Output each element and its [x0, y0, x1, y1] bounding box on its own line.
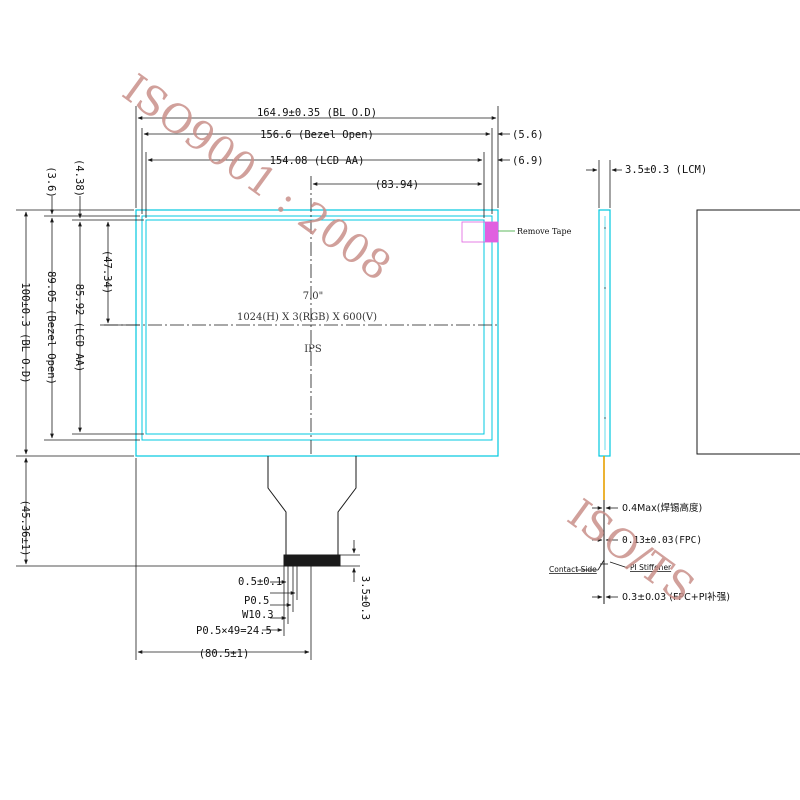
dim-bezel-open-width: 156.6 (Bezel Open) [260, 129, 374, 141]
fpc [267, 456, 357, 567]
panel-resolution: 1024(H) X 3(RGB) X 600(V) [237, 312, 377, 323]
dim-fpc-pi-thickness: 0.3±0.03 (FPC+PI补强) [622, 591, 730, 603]
dim-center-offset: (83.94) [375, 179, 419, 191]
fpc-dimensions [135, 458, 360, 660]
top-dimensions [135, 106, 510, 218]
front-view: Remove Tape 7.0" 1024(H) X 3(RGB) X 600(… [104, 176, 572, 457]
panel-type: IPS [304, 344, 322, 355]
dim-window-width: W10.3 [242, 609, 274, 621]
dim-lcd-aa-width: 154.08 (LCD AA) [270, 155, 365, 167]
back-view-outline [696, 209, 800, 455]
dim-stiffener-length: 3.5±0.3 [359, 576, 371, 620]
label-pi-stiffener: PI Stiffener [630, 563, 672, 572]
dim-lcd-aa-height: 85.92 (LCD AA) [73, 284, 85, 373]
dim-top-offset-1: (3.6) [45, 166, 57, 198]
watermark-line1: ISO9001 : 2008 [114, 66, 399, 290]
side-view: 3.5±0.3 (LCM) 0.4Max(焊锡高度) 0.13±0.03(FPC… [549, 160, 730, 604]
bezel-open-outline [141, 215, 493, 441]
left-dimensions [16, 196, 284, 567]
top-dimension-labels: 164.9±0.35 (BL O.D) 156.6 (Bezel Open) 1… [257, 107, 544, 191]
fpc-contact-pads [283, 554, 341, 567]
lcm-side-body [598, 209, 611, 457]
dim-right-offset-2: (6.9) [512, 155, 544, 167]
dim-fpc-thickness: 0.13±0.03(FPC) [622, 535, 702, 546]
dim-top-offset-2: (4.38) [73, 159, 85, 197]
panel-size: 7.0" [303, 291, 324, 302]
dim-lcm-thickness: 3.5±0.3 (LCM) [625, 164, 707, 176]
fpc-dimension-labels: (80.5±1) P0.5×49=24.5 W10.3 P0.5 0.5±0.1… [196, 576, 371, 660]
dim-pitch-total: P0.5×49=24.5 [196, 625, 272, 637]
dim-right-offset-1: (5.6) [512, 129, 544, 141]
dim-bezel-open-height: 89.05 (Bezel Open) [45, 271, 57, 385]
left-dimension-labels: 100±0.3 (BL O.D) 89.05 (Bezel Open) 85.9… [19, 159, 113, 556]
dim-left-offset: (47.34) [101, 250, 113, 294]
watermark: ISO9001 : 2008 ISO/TS [114, 66, 702, 613]
dim-solder-height: 0.4Max(焊锡高度) [622, 502, 702, 514]
lcd-aa-outline [145, 219, 485, 435]
dim-pin-width: 0.5±0.1 [238, 576, 282, 588]
backlight-outline [135, 209, 499, 457]
dim-pitch: P0.5 [244, 595, 269, 607]
dim-fpc-position: (80.5±1) [199, 648, 250, 660]
label-contact-side: Contact Side [549, 565, 597, 574]
remove-tape-mark [485, 222, 498, 242]
remove-tape-label: Remove Tape [517, 227, 572, 236]
dim-bl-od-height: 100±0.3 (BL O.D) [19, 282, 31, 383]
dim-bl-od-width: 164.9±0.35 (BL O.D) [257, 107, 377, 119]
dim-fpc-length: (45.36±1) [19, 500, 31, 557]
